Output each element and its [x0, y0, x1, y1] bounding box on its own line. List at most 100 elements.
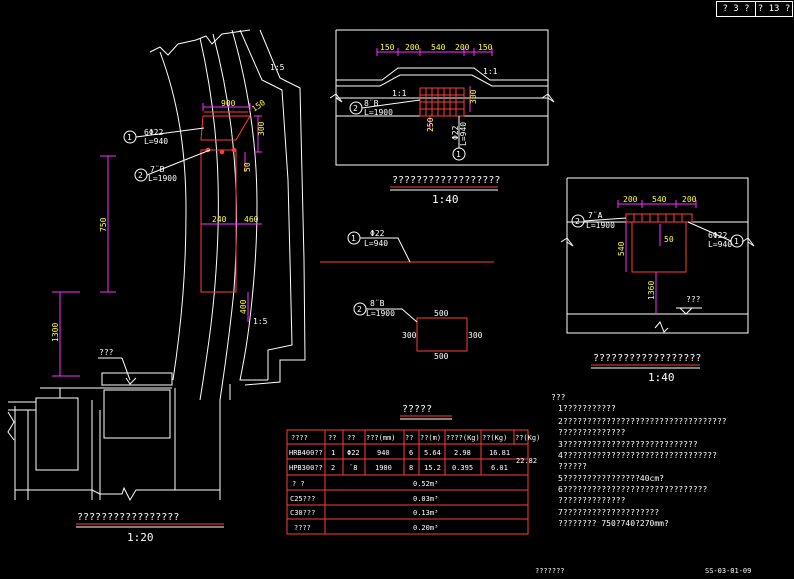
svg-text:¨8: ¨8 [349, 464, 357, 472]
svg-text:8: 8 [409, 464, 413, 472]
svg-text:1: 1 [331, 449, 335, 457]
svg-text:L=940: L=940 [708, 240, 732, 249]
svg-text:Φ22: Φ22 [347, 449, 360, 457]
svg-text:500: 500 [434, 309, 449, 318]
svg-text:540: 540 [617, 241, 626, 256]
svg-text:Φ22: Φ22 [370, 229, 385, 238]
svg-text:??????????????: ?????????????? [558, 496, 626, 505]
svg-text:0.52m³: 0.52m³ [413, 480, 438, 488]
dim-400: 400 [239, 299, 248, 314]
road-label: ??? [99, 348, 114, 357]
svg-text:??(Kg): ??(Kg) [515, 434, 540, 442]
svg-text:2.98: 2.98 [454, 449, 471, 457]
notes: ??? 1??????????? 2??????????????????????… [551, 393, 727, 528]
svg-text:??: ?? [347, 434, 355, 442]
slope-top: 1:5 [270, 63, 285, 72]
detail-1: 1 Φ22 L=940 [320, 229, 494, 263]
svg-text:540: 540 [431, 43, 446, 52]
main-view-title: ????????????????? [77, 512, 179, 523]
svg-text:1: 1 [351, 234, 356, 243]
top-callout-2: 2 8¨B L=1900 [349, 99, 421, 117]
main-view-scale: 1:20 [127, 531, 154, 544]
svg-text:540: 540 [652, 195, 667, 204]
svg-text:??: ?? [405, 434, 413, 442]
svg-text:??(m): ??(m) [420, 434, 441, 442]
svg-text:200: 200 [682, 195, 697, 204]
svg-text:6.01: 6.01 [491, 464, 508, 472]
svg-text:2: 2 [353, 104, 358, 113]
right-callout-2: 2 7¨A L=1900 [571, 211, 627, 230]
right-view-title: ?????????????????? [593, 353, 701, 364]
right-dim-text: 200 540 200 540 50 1360 [617, 195, 697, 300]
svg-text:8¨B: 8¨B [364, 99, 379, 108]
right-rebar [625, 213, 693, 273]
svg-text:HPB300??: HPB300?? [289, 464, 323, 472]
top-dims [376, 48, 493, 130]
svg-text:2: 2 [575, 217, 580, 226]
svg-text:L=940: L=940 [144, 137, 168, 146]
main-view [7, 29, 306, 502]
svg-text:300: 300 [468, 331, 483, 340]
svg-text:????: ???? [291, 434, 308, 442]
svg-text:C30???: C30??? [290, 509, 315, 517]
svg-text:2: 2 [357, 305, 362, 314]
svg-text:1900: 1900 [375, 464, 392, 472]
svg-text:??????: ?????? [558, 462, 587, 471]
svg-text:6: 6 [409, 449, 413, 457]
svg-text:L=1900: L=1900 [148, 174, 177, 183]
svg-text:2: 2 [331, 464, 335, 472]
right-callout-1: 1 6Φ22 L=940 [687, 221, 744, 249]
svg-text:7¨A: 7¨A [588, 211, 603, 220]
svg-text:150: 150 [478, 43, 493, 52]
svg-text:0.20m³: 0.20m³ [413, 524, 438, 532]
quantity-table: ????? ???? ?? ?? ???(mm) ?? ??(m) [286, 404, 540, 535]
main-callout-2: 2 7¨B L=1900 [134, 149, 211, 183]
main-callout-1: 1 6Φ22 L=940 [123, 127, 205, 146]
table-row: HPB300?? 2 ¨8 1900 8 15.2 0.395 6.01 [289, 464, 508, 472]
dim-1300: 1300 [51, 323, 60, 342]
top-slope: 1:1 [483, 67, 498, 76]
svg-text:????(Kg): ????(Kg) [446, 434, 480, 442]
svg-text:???????? 750?740?270mm?: ???????? 750?740?270mm? [558, 519, 669, 528]
table-title: ????? [402, 404, 432, 415]
top-callout-1: 1 Φ22 L=940 [451, 116, 468, 161]
slope-mid: 1:5 [253, 317, 268, 326]
dim-150: 150 [250, 98, 267, 114]
svg-text:3????????????????????????????: 3???????????????????????????? [558, 440, 698, 449]
svg-text:C25???: C25??? [290, 495, 315, 503]
svg-text:2: 2 [138, 171, 143, 180]
table-merged-total: 22.82 [516, 457, 537, 465]
svg-text:2?????????????????????????????: 2?????????????????????????????????? [558, 417, 727, 426]
svg-text:300: 300 [402, 331, 417, 340]
svg-text:??????????????: ?????????????? [558, 428, 626, 437]
svg-text:1360: 1360 [647, 281, 656, 300]
svg-text:????: ???? [294, 524, 311, 532]
svg-text:1???????????: 1??????????? [558, 404, 616, 413]
svg-text:? ?: ? ? [292, 480, 305, 488]
dim-300: 300 [257, 121, 266, 136]
svg-text:6?????????????????????????????: 6?????????????????????????????? [558, 485, 707, 494]
table-extra-rows: ? ? 0.52m³ C25??? 0.03m³ C30??? 0.13m³ ?… [290, 480, 438, 532]
svg-text:??(Kg): ??(Kg) [482, 434, 507, 442]
svg-text:6Φ22: 6Φ22 [144, 128, 163, 137]
svg-text:L=1900: L=1900 [586, 221, 615, 230]
svg-text:50: 50 [664, 235, 674, 244]
table-row: HRB400?? 1 Φ22 940 6 5.64 2.98 16.81 [289, 449, 510, 457]
svg-text:HRB400??: HRB400?? [289, 449, 323, 457]
svg-text:0.395: 0.395 [452, 464, 473, 472]
svg-text:1: 1 [127, 133, 132, 142]
top-view-scale: 1:40 [432, 193, 459, 206]
svg-text:1: 1 [456, 150, 461, 159]
svg-text:0.13m³: 0.13m³ [413, 509, 438, 517]
svg-text:200: 200 [623, 195, 638, 204]
svg-text:5????????????????40cm?: 5????????????????40cm? [558, 474, 664, 483]
top-dim-text: 150 200 540 200 150 300 250 [380, 43, 493, 132]
top-slope-left: 1:1 [392, 89, 407, 98]
dim-460: 460 [244, 215, 259, 224]
svg-text:L=1900: L=1900 [366, 309, 395, 318]
svg-text:7????????????????????: 7???????????????????? [558, 508, 659, 517]
svg-text:L=940: L=940 [364, 239, 388, 248]
svg-text:1: 1 [734, 237, 739, 246]
right-view-scale: 1:40 [648, 371, 675, 384]
svg-text:5.64: 5.64 [424, 449, 441, 457]
